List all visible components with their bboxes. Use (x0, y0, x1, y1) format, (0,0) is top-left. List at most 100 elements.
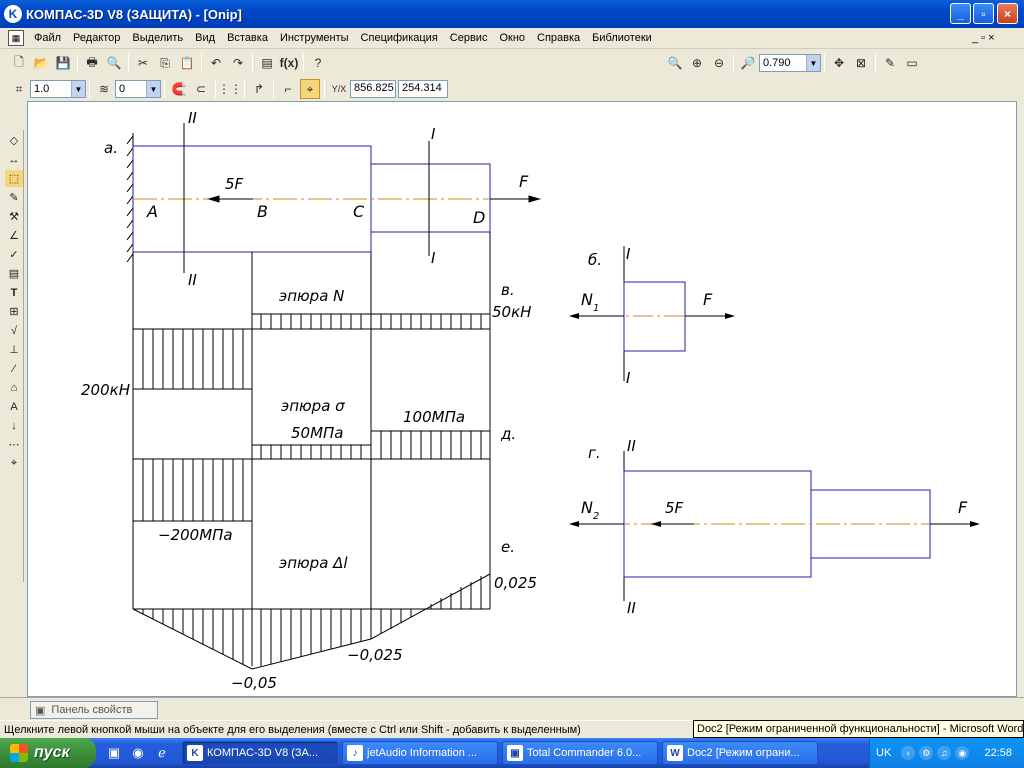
geometry-icon[interactable]: ◇ (9, 135, 19, 147)
section-lines-a (183, 123, 430, 273)
undo-icon[interactable]: ↶ (210, 56, 222, 70)
text-icon[interactable]: T (10, 286, 18, 299)
tray-arrow-icon[interactable]: ‹ (901, 746, 916, 760)
maximize-button[interactable]: ▫ (973, 3, 994, 24)
roughness-icon[interactable]: √ (10, 324, 18, 337)
menu-service[interactable]: Сервис (449, 32, 488, 44)
axis-icon[interactable]: ⌖ (10, 457, 18, 469)
minimize-button[interactable]: _ (950, 3, 971, 24)
arrow-view-icon[interactable]: ↓ (11, 419, 17, 432)
epure-dl-hatching (142, 576, 482, 666)
coord-x-field[interactable]: 856.825 (350, 80, 396, 98)
cut-line-icon[interactable]: ⋯ (8, 439, 20, 451)
menu-tools[interactable]: Инструменты (279, 32, 349, 44)
chevron-down-icon[interactable]: ▼ (806, 55, 820, 71)
measure-icon[interactable]: ∠ (9, 230, 19, 242)
menu-libraries[interactable]: Библиотеки (592, 32, 652, 44)
ie-icon[interactable]: ℯ (158, 745, 166, 760)
g-label-II-bottom: II (627, 599, 636, 617)
task-word[interactable]: W Doc2 [Режим ограни... (662, 741, 818, 765)
variables-icon[interactable]: f(x) (279, 56, 299, 70)
copy-icon[interactable]: ⎘ (160, 55, 170, 70)
g-label-N: N (581, 498, 593, 517)
start-label: пуск (34, 744, 70, 761)
task-jetaudio[interactable]: ♪ jetAudio Information ... (342, 741, 498, 765)
magnet-snap-icon[interactable]: 🧲 (171, 82, 187, 96)
menu-insert[interactable]: Вставка (227, 32, 268, 44)
task-total-commander[interactable]: ▣ Total Commander 6.0... (502, 741, 658, 765)
leader-icon[interactable]: ⁄ (13, 362, 15, 375)
task-kompas[interactable]: K КОМПАС-3D V8 (ЗА... (182, 741, 338, 765)
open-folder-icon[interactable]: 📂 (33, 56, 49, 70)
snap-step-icon[interactable]: ⌗ (15, 81, 23, 96)
pan-icon[interactable]: ✥ (833, 56, 845, 70)
zoom-window-icon[interactable]: 🔍 (667, 56, 683, 70)
selection-icon[interactable]: ⬚ (5, 170, 23, 187)
menu-file[interactable]: Файл (34, 32, 62, 44)
print-icon[interactable]: 🖶 (86, 54, 98, 69)
help-pointer-icon[interactable]: ? (314, 56, 322, 70)
volume-icon[interactable]: ♫ (937, 746, 952, 760)
zoom-scale-icon[interactable]: 🔎 (740, 56, 756, 70)
taskbar: пуск ▣ ◉ ℯ K КОМПАС-3D V8 (ЗА... ♪ jetAu… (0, 738, 1024, 768)
chevron-down-icon[interactable]: ▼ (71, 81, 85, 97)
vertical-scrollbar[interactable] (1017, 101, 1024, 697)
security-icon[interactable]: ◉ (955, 746, 970, 760)
network-icon[interactable]: ⚙ (919, 746, 934, 760)
menu-specification[interactable]: Спецификация (360, 32, 438, 44)
properties-panel-tab[interactable]: ▣ Панель свойств (30, 701, 158, 719)
mark-icon[interactable]: A (10, 400, 18, 413)
print-preview-icon[interactable]: 🔍 (106, 56, 122, 70)
zoom-out-icon[interactable]: ⊖ (713, 56, 725, 70)
zoom-in-icon[interactable]: ⊕ (691, 56, 703, 70)
document-icon[interactable]: ▦ (8, 30, 24, 46)
zoom-combo[interactable]: 0.790 ▼ (759, 54, 821, 72)
cut-icon[interactable]: ✂ (137, 56, 149, 70)
parametrization-icon[interactable]: ⚒ (9, 211, 19, 223)
menu-select[interactable]: Выделить (132, 32, 184, 44)
new-document-icon[interactable]: 🗋 (14, 54, 24, 69)
grid-icon[interactable]: ⋮⋮ (218, 82, 242, 96)
label-5F: 5F (225, 175, 244, 193)
chevron-down-icon[interactable]: ▼ (146, 81, 160, 97)
dimensions-icon[interactable]: ↔ (8, 153, 20, 166)
drawing-canvas[interactable]: а. II II I I 5F F A B C D эпюра N 200кН … (27, 101, 1017, 697)
refresh-icon[interactable]: ✎ (884, 56, 896, 70)
current-state-toolbar: ⌗ 1.0 ▼ ≋ 0 ▼ 🧲 ⊂ ⋮⋮ ↱ ⌐ ⌖ Y/X 856.825 2… (6, 77, 452, 101)
menu-window[interactable]: Окно (499, 32, 526, 44)
step-combo[interactable]: 1.0 ▼ (30, 80, 86, 98)
spec-icon[interactable]: ▤ (8, 268, 20, 280)
menu-help[interactable]: Справка (537, 32, 581, 44)
total-commander-icon[interactable]: ▣ (107, 745, 121, 760)
tolerance-icon[interactable]: ⌂ (10, 381, 18, 394)
layout-icon[interactable]: ✓ (9, 249, 19, 261)
menu-editor[interactable]: Редактор (73, 32, 121, 44)
start-button[interactable]: пуск (0, 738, 96, 768)
layers-icon[interactable]: ≋ (98, 82, 110, 96)
edit-icon[interactable]: ✎ (9, 192, 19, 204)
redo-icon[interactable]: ↷ (232, 56, 244, 70)
manager-icon[interactable]: ▤ (261, 56, 273, 70)
base-icon[interactable]: ⊥ (9, 344, 19, 356)
save-icon[interactable]: 💾 (55, 56, 71, 70)
word-icon: W (667, 745, 683, 761)
total-commander-icon: ▣ (507, 745, 523, 761)
layer-combo[interactable]: 0 ▼ (115, 80, 161, 98)
menu-view[interactable]: Вид (195, 32, 216, 44)
paste-icon[interactable]: 📋 (179, 56, 195, 70)
ortho-icon[interactable]: ⌐ (284, 82, 292, 96)
local-snap-icon[interactable]: ⊂ (195, 82, 207, 96)
language-indicator[interactable]: UK (876, 747, 892, 759)
firefox-icon[interactable]: ◉ (132, 745, 144, 760)
epure-sigma (132, 430, 491, 522)
close-button[interactable]: × (997, 3, 1018, 24)
local-cs-icon[interactable]: ↱ (253, 82, 265, 96)
label-II-top: II (188, 109, 197, 127)
mdi-controls[interactable]: _ ▫ × (972, 32, 995, 44)
display-icon[interactable]: ▭ (906, 56, 918, 70)
show-all-icon[interactable]: ⊠ (855, 56, 867, 70)
snap-toggle-icon[interactable]: ⌖ (300, 79, 320, 99)
table-icon[interactable]: ⊞ (9, 306, 19, 318)
drawing-sheet: а. II II I I 5F F A B C D эпюра N 200кН … (81, 109, 980, 692)
coord-y-field[interactable]: 254.314 (398, 80, 448, 98)
